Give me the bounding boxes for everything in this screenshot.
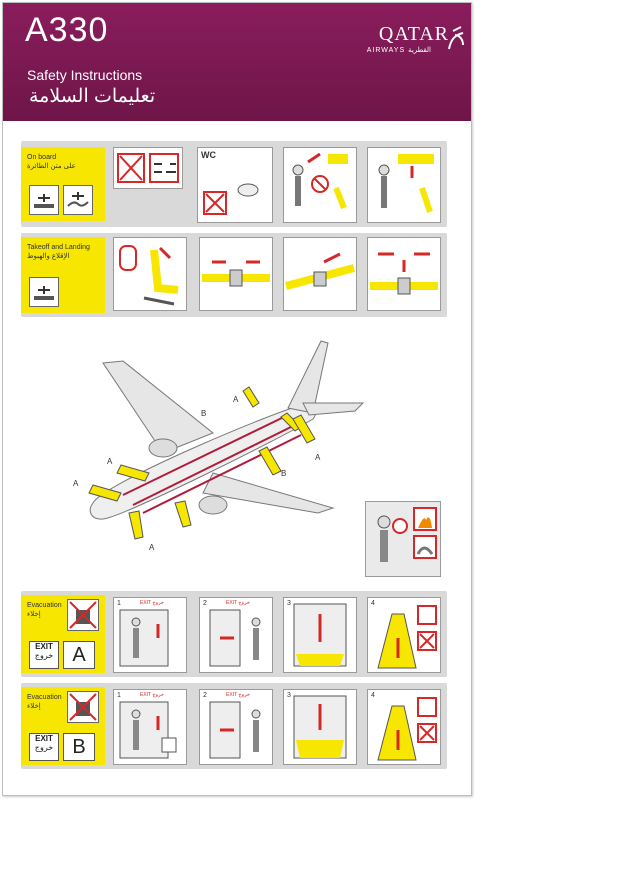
evac-b-step-2: 2 EXIT خروج [199, 689, 273, 765]
seatbelt-tighten-tile [283, 237, 357, 311]
evac-b-step-3: 3 [283, 689, 357, 765]
smoke-fire-icon [377, 507, 437, 562]
close-bin-icon [378, 154, 434, 213]
step-number: 2 [203, 600, 207, 607]
step-number: 1 [117, 600, 121, 607]
takeoff-label: Takeoff and Landing [27, 244, 90, 251]
onboard-section: On board على متن الطائرة WC [21, 141, 447, 227]
evac-b-label-box: Evacuation إخلاء EXIT خروج B [21, 687, 105, 765]
push-door-icon [209, 609, 261, 667]
evac-b-step-1: 1 EXIT خروج [113, 689, 187, 765]
wc-tile: WC [197, 147, 273, 223]
takeoff-label-ar: الإقلاع والهبوط [27, 253, 70, 260]
push-door-icon [209, 701, 261, 759]
evac-a-label-box: Evacuation إخلاء EXIT خروج A [21, 595, 105, 673]
door-type-badge: B [63, 733, 95, 761]
evac-a-label: Evacuation [27, 602, 62, 609]
onboard-label: On board [27, 154, 57, 161]
zone-a-label: A [107, 457, 113, 466]
seatbelt-release-icon [370, 252, 438, 295]
evac-a-step-4: 4 [367, 597, 441, 673]
seatbelt-fasten-tile [199, 237, 273, 311]
evacuation-section-a: Evacuation إخلاء EXIT خروج A 1 EXIT خروج [21, 591, 447, 677]
step-number: 2 [203, 692, 207, 699]
step-number: 4 [371, 600, 375, 607]
exit-sign: EXIT خروج [29, 733, 59, 761]
logo-name: QATAR [378, 23, 449, 45]
evac-a-step-3: 3 [283, 597, 357, 673]
no-baggage-icon [67, 691, 99, 723]
overhead-bin-tile [283, 147, 357, 223]
subtitle-ar: تعليمات السلامة [29, 86, 156, 107]
runway-takeoff-icon [29, 185, 59, 215]
exit-sign: EXIT خروج [29, 641, 59, 669]
open-door-icon [119, 609, 169, 667]
exit-text-ar: خروج [34, 743, 54, 752]
onboard-label-ar: على متن الطائرة [27, 163, 76, 170]
seatbelt-icon [202, 260, 270, 287]
slide-jump-icon [377, 697, 437, 761]
door-type-badge: A [63, 641, 95, 669]
aircraft-icon [88, 340, 365, 540]
zone-a-label: A [233, 395, 239, 404]
subtitle-en: Safety Instructions [27, 67, 143, 83]
exit-banner: EXIT خروج [226, 692, 250, 698]
evac-b-label-ar: إخلاء [27, 703, 41, 710]
step-number: 4 [371, 692, 375, 699]
seat-upright-icon [119, 245, 179, 306]
zone-b-label: B [281, 469, 287, 478]
no-baggage-icon [67, 599, 99, 631]
evac-a-label-ar: إخلاء [27, 611, 41, 618]
slide-jump-icon [377, 605, 437, 669]
exit-banner: EXIT خروج [140, 692, 164, 698]
turbulence-icon [63, 185, 93, 215]
lavatory-icon [203, 183, 259, 215]
onboard-label-box: On board على متن الطائرة [21, 147, 105, 221]
evac-a-step-2: 2 EXIT خروج [199, 597, 273, 673]
exit-text: EXIT [35, 734, 53, 743]
door-letter: A [72, 644, 86, 666]
oryx-icon [448, 26, 464, 50]
step-number: 1 [117, 692, 121, 699]
exit-text: EXIT [35, 642, 53, 651]
seat-upright-tile [113, 237, 187, 311]
door-letter: B [72, 736, 86, 758]
step-number: 3 [287, 600, 291, 607]
overhead-bin-icon [292, 152, 348, 210]
evac-b-label: Evacuation [27, 694, 62, 701]
zone-a-label: A [73, 479, 79, 488]
no-device-icon [117, 153, 179, 183]
no-electronics-tile [113, 147, 183, 189]
safety-card: A330 Safety Instructions تعليمات السلامة… [2, 2, 472, 796]
exit-banner: EXIT خروج [226, 600, 250, 606]
evacuation-section-b: Evacuation إخلاء EXIT خروج B 1 EXIT خروج [21, 683, 447, 769]
evac-b-step-4: 4 [367, 689, 441, 765]
exit-diagram: A B A A B A A [63, 333, 393, 563]
slide-inflate-icon [293, 603, 347, 667]
exit-text-ar: خروج [34, 651, 54, 660]
exit-banner: EXIT خروج [140, 600, 164, 606]
evac-a-step-1: 1 EXIT خروج [113, 597, 187, 673]
zone-a-label: A [315, 453, 321, 462]
seatbelt-release-tile [367, 237, 441, 311]
overhead-bin-close-tile [367, 147, 441, 223]
wc-label: WC [201, 150, 216, 160]
step-number: 3 [287, 692, 291, 699]
airline-logo: QATAR AIRWAYS القطرية [366, 23, 464, 54]
slide-inflate-icon [293, 695, 347, 759]
zone-b-label: B [201, 409, 207, 418]
logo-subtitle: AIRWAYS القطرية [366, 47, 431, 54]
aircraft-model: A330 [25, 11, 109, 49]
smoke-fire-tile [365, 501, 441, 577]
open-door-icon [119, 701, 177, 759]
takeoff-label-box: Takeoff and Landing الإقلاع والهبوط [21, 237, 105, 313]
zone-a-label: A [149, 543, 155, 552]
seatbelt-tighten-icon [284, 252, 356, 290]
landing-icon [29, 277, 59, 307]
card-header: A330 Safety Instructions تعليمات السلامة… [3, 3, 471, 121]
takeoff-section: Takeoff and Landing الإقلاع والهبوط [21, 233, 447, 317]
